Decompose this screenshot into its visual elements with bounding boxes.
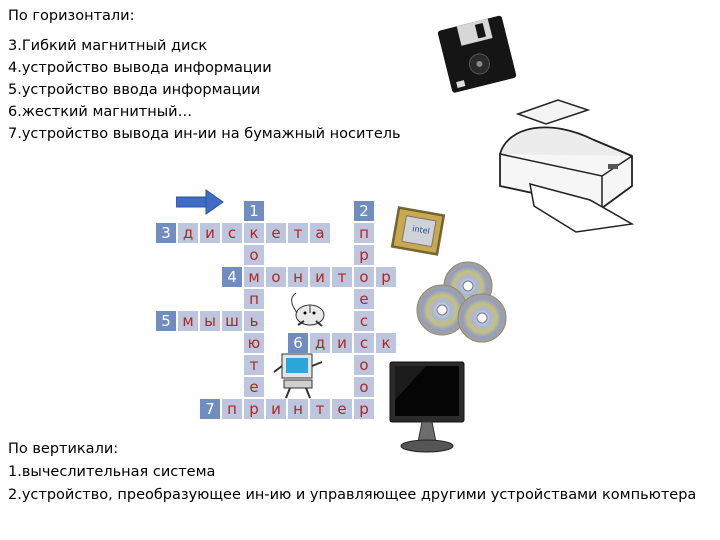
letter-cell: п xyxy=(353,222,375,244)
letter-cell: н xyxy=(287,266,309,288)
letter-cell: е xyxy=(243,376,265,398)
letter-cell: д xyxy=(309,332,331,354)
vertical-heading: По вертикали: xyxy=(8,441,119,457)
letter-cell: и xyxy=(331,332,353,354)
letter-cell: п xyxy=(221,398,243,420)
clue-5: 5.устройство ввода информации xyxy=(8,82,261,98)
clue-7: 7.устройство вывода ин-ии на бумажный но… xyxy=(8,126,401,142)
letter-cell: н xyxy=(287,398,309,420)
letter-cell: о xyxy=(353,354,375,376)
processor-chip-icon: intel xyxy=(390,206,446,256)
letter-cell: п xyxy=(243,288,265,310)
clue-number-2: 2 xyxy=(353,200,375,222)
clue-number-4: 4 xyxy=(221,266,243,288)
letter-cell: к xyxy=(243,222,265,244)
letter-cell: е xyxy=(353,288,375,310)
clue-number-5: 5 xyxy=(155,310,177,332)
computer-cartoon-icon xyxy=(273,353,323,399)
letter-cell: м xyxy=(243,266,265,288)
mouse-icon xyxy=(291,292,325,327)
arrow-right-icon xyxy=(176,189,224,215)
letter-cell: ю xyxy=(243,332,265,354)
printer-icon xyxy=(499,99,635,233)
letter-cell: т xyxy=(331,266,353,288)
monitor-icon xyxy=(389,361,465,453)
letter-cell: о xyxy=(265,266,287,288)
letter-cell: р xyxy=(243,398,265,420)
letter-cell: к xyxy=(375,332,397,354)
letter-cell: е xyxy=(331,398,353,420)
letter-cell: а xyxy=(309,222,331,244)
letter-cell: д xyxy=(177,222,199,244)
optical-discs-icon xyxy=(416,261,507,343)
horizontal-heading: По горизонтали: xyxy=(8,8,135,24)
letter-cell: о xyxy=(243,244,265,266)
letter-cell: р xyxy=(375,266,397,288)
letter-cell: р xyxy=(353,398,375,420)
clue-6: 6.жесткий магнитный… xyxy=(8,104,193,120)
letter-cell: и xyxy=(199,222,221,244)
letter-cell: и xyxy=(265,398,287,420)
clue-3: 3.Гибкий магнитный диск xyxy=(8,38,208,54)
clue-2: 2.устройство, преобразующее ин-ию и упра… xyxy=(8,487,697,503)
letter-cell: с xyxy=(353,310,375,332)
clue-number-3: 3 xyxy=(155,222,177,244)
letter-cell: ш xyxy=(221,310,243,332)
letter-cell: о xyxy=(353,266,375,288)
chip-logo: intel xyxy=(412,224,431,236)
clue-1: 1.вычеслительная система xyxy=(8,464,216,480)
floppy-disk-icon xyxy=(437,15,517,93)
letter-cell: о xyxy=(353,376,375,398)
letter-cell: м xyxy=(177,310,199,332)
clue-4: 4.устройство вывода информации xyxy=(8,60,272,76)
letter-cell: ь xyxy=(243,310,265,332)
letter-cell: т xyxy=(309,398,331,420)
letter-cell: с xyxy=(353,332,375,354)
clue-number-1: 1 xyxy=(243,200,265,222)
letter-cell: т xyxy=(287,222,309,244)
letter-cell: ы xyxy=(199,310,221,332)
letter-cell: р xyxy=(353,244,375,266)
letter-cell: е xyxy=(265,222,287,244)
letter-cell: и xyxy=(309,266,331,288)
clue-number-7: 7 xyxy=(199,398,221,420)
letter-cell: с xyxy=(221,222,243,244)
letter-cell: т xyxy=(243,354,265,376)
